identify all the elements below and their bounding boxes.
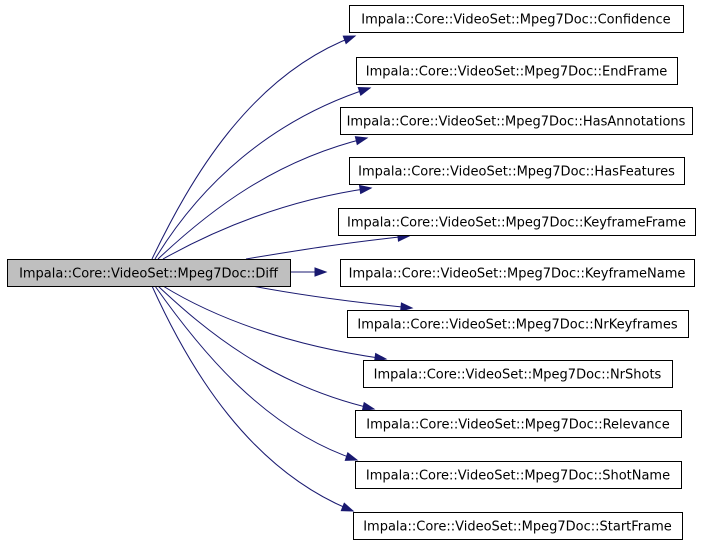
arrowhead-relevance xyxy=(361,401,376,412)
arrowhead-hasfeatures xyxy=(358,184,373,195)
edge-to-keyframeframe xyxy=(245,235,410,260)
node-startframe-box xyxy=(353,512,683,540)
node-nrshots[interactable]: Impala::Core::VideoSet::Mpeg7Doc::NrShot… xyxy=(363,360,673,388)
node-hasannotations-box xyxy=(340,107,693,135)
arrowhead-endframe xyxy=(357,87,372,96)
node-hasfeatures[interactable]: Impala::Core::VideoSet::Mpeg7Doc::HasFea… xyxy=(349,157,685,185)
edge-to-nrkeyframes xyxy=(251,285,413,309)
node-confidence[interactable]: Impala::Core::VideoSet::Mpeg7Doc::Confid… xyxy=(349,5,684,33)
arrowhead-shotname xyxy=(344,451,359,461)
node-keyframeframe-box xyxy=(338,208,696,236)
node-keyframeframe-label: Impala::Core::VideoSet::Mpeg7Doc::Keyfra… xyxy=(347,216,686,231)
arrowhead-hasannotations xyxy=(354,136,369,146)
node-endframe[interactable]: Impala::Core::VideoSet::Mpeg7Doc::EndFra… xyxy=(356,57,678,85)
node-nrkeyframes-box xyxy=(347,310,689,338)
node-hasfeatures-label: Impala::Core::VideoSet::Mpeg7Doc::HasFea… xyxy=(358,165,675,180)
node-confidence-box xyxy=(349,5,684,33)
node-relevance[interactable]: Impala::Core::VideoSet::Mpeg7Doc::Releva… xyxy=(355,410,682,438)
root-node-diff[interactable]: Impala::Core::VideoSet::Mpeg7Doc::Diff xyxy=(7,259,291,287)
node-nrshots-box xyxy=(363,360,673,388)
call-edges xyxy=(151,35,414,512)
edge-to-endframe xyxy=(154,87,371,260)
node-relevance-label: Impala::Core::VideoSet::Mpeg7Doc::Releva… xyxy=(366,418,669,433)
edge-to-hasannotations xyxy=(157,137,368,260)
node-keyframename-box xyxy=(340,259,695,287)
node-shotname-label: Impala::Core::VideoSet::Mpeg7Doc::ShotNa… xyxy=(366,469,670,484)
node-nrkeyframes[interactable]: Impala::Core::VideoSet::Mpeg7Doc::NrKeyf… xyxy=(347,310,689,338)
node-startframe[interactable]: Impala::Core::VideoSet::Mpeg7Doc::StartF… xyxy=(353,512,683,540)
edge-to-startframe xyxy=(151,285,354,512)
node-keyframename-label: Impala::Core::VideoSet::Mpeg7Doc::Keyfra… xyxy=(349,267,686,282)
edge-to-hasfeatures xyxy=(162,187,372,260)
root-node-diff-label: Impala::Core::VideoSet::Mpeg7Doc::Diff xyxy=(19,267,279,282)
node-endframe-label: Impala::Core::VideoSet::Mpeg7Doc::EndFra… xyxy=(366,65,668,80)
node-hasfeatures-box xyxy=(349,157,685,185)
edge-to-shotname xyxy=(154,285,358,461)
node-hasannotations[interactable]: Impala::Core::VideoSet::Mpeg7Doc::HasAnn… xyxy=(340,107,693,135)
call-nodes: Impala::Core::VideoSet::Mpeg7Doc::DiffIm… xyxy=(7,5,696,540)
edge-to-confidence xyxy=(151,35,356,260)
node-keyframename[interactable]: Impala::Core::VideoSet::Mpeg7Doc::Keyfra… xyxy=(340,259,695,287)
node-keyframeframe[interactable]: Impala::Core::VideoSet::Mpeg7Doc::Keyfra… xyxy=(338,208,696,236)
node-startframe-label: Impala::Core::VideoSet::Mpeg7Doc::StartF… xyxy=(363,520,672,535)
node-relevance-box xyxy=(355,410,682,438)
node-shotname[interactable]: Impala::Core::VideoSet::Mpeg7Doc::ShotNa… xyxy=(355,461,682,489)
root-node-diff-box xyxy=(7,259,291,287)
arrowhead-startframe xyxy=(340,502,355,512)
edge-to-nrshots xyxy=(162,285,387,360)
node-nrshots-label: Impala::Core::VideoSet::Mpeg7Doc::NrShot… xyxy=(374,368,662,383)
node-nrkeyframes-label: Impala::Core::VideoSet::Mpeg7Doc::NrKeyf… xyxy=(357,318,677,333)
node-hasannotations-label: Impala::Core::VideoSet::Mpeg7Doc::HasAnn… xyxy=(347,115,686,130)
node-endframe-box xyxy=(356,57,678,85)
edge-to-relevance xyxy=(157,285,375,410)
arrowhead-keyframename xyxy=(314,267,328,277)
node-shotname-box xyxy=(355,461,682,489)
node-confidence-label: Impala::Core::VideoSet::Mpeg7Doc::Confid… xyxy=(361,13,670,28)
arrowhead-confidence xyxy=(342,35,357,45)
arrowhead-nrkeyframes xyxy=(400,302,414,312)
